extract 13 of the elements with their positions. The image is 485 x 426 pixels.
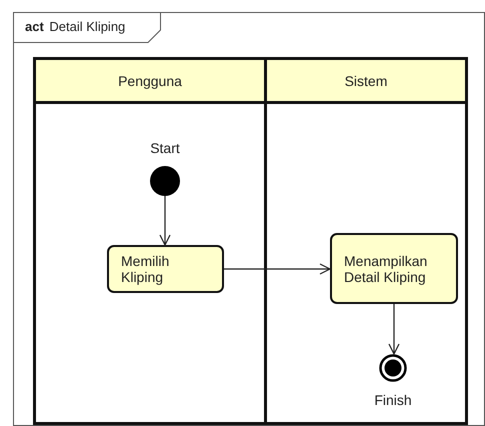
action-box: Menampilkan Detail Kliping [330,233,458,304]
lane-header: Pengguna [36,60,264,104]
lane-header: Sistem [267,60,465,104]
action-box: Memilih Kliping [107,245,224,293]
swimlane [264,57,468,425]
node-label: Finish [373,392,413,408]
swimlane [33,57,267,425]
control-flow-arrow [159,196,171,246]
diagram-frame [13,12,485,426]
node-label: Start [149,140,181,156]
control-flow-arrow [388,304,400,355]
control-flow-arrow [224,263,331,275]
frame-title: act Detail Kliping [25,19,126,34]
